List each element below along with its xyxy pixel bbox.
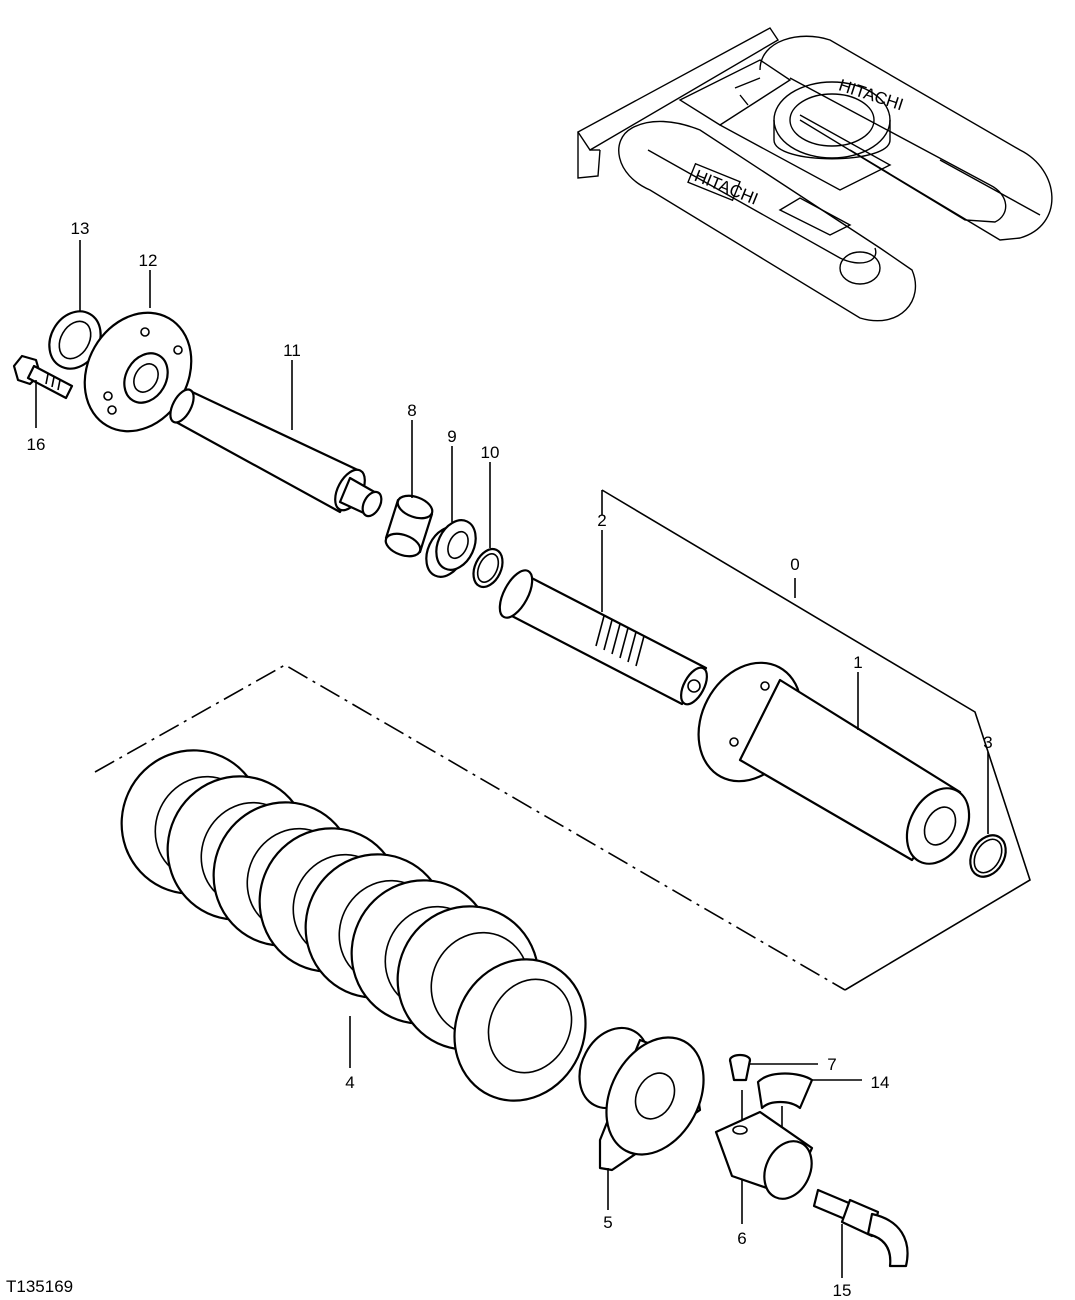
part-2-threaded-rod [498,530,708,706]
part-4-recoil-spring [120,749,587,1102]
part-12-flange [83,270,193,433]
part-10-snap-ring [472,462,504,589]
callout-4: 4 [345,1073,354,1092]
callout-15: 15 [833,1281,852,1300]
callout-0: 0 [790,555,799,574]
callout-labels: 0 1 2 3 4 5 6 7 8 9 10 11 12 13 14 15 16 [27,219,993,1300]
callout-7: 7 [827,1055,836,1074]
callout-11: 11 [283,341,301,360]
part-15-elbow-fitting [812,1188,909,1278]
callout-3: 3 [983,733,992,752]
part-5-spring-seat [578,1026,705,1210]
figure-id: T135169 [6,1277,73,1296]
callout-13: 13 [71,219,90,238]
part-6-valve-block [714,1110,814,1224]
side-badge: HITACHI [692,166,761,209]
part-8-bushing [384,420,434,558]
callout-14: 14 [871,1073,890,1092]
callout-6: 6 [737,1229,746,1248]
callout-12: 12 [139,251,158,270]
part-16-bolt [12,354,74,428]
callout-10: 10 [481,443,500,462]
part-1-cylinder [697,661,971,865]
callout-5: 5 [603,1213,612,1232]
part-11-shaft [169,360,383,518]
part-7-grease-fitting [728,1053,818,1120]
callout-9: 9 [447,427,456,446]
assembly-bracket-0 [601,489,1031,991]
callout-1: 1 [853,653,862,672]
part-3-o-ring [969,752,1007,878]
part-9-bearing [425,446,477,578]
spring-group-outline [94,664,846,991]
callout-2: 2 [597,511,606,530]
undercarriage-locator-illustration: HITACHI HITACHI [576,27,1053,322]
callout-8: 8 [407,401,416,420]
callout-16: 16 [27,435,46,454]
